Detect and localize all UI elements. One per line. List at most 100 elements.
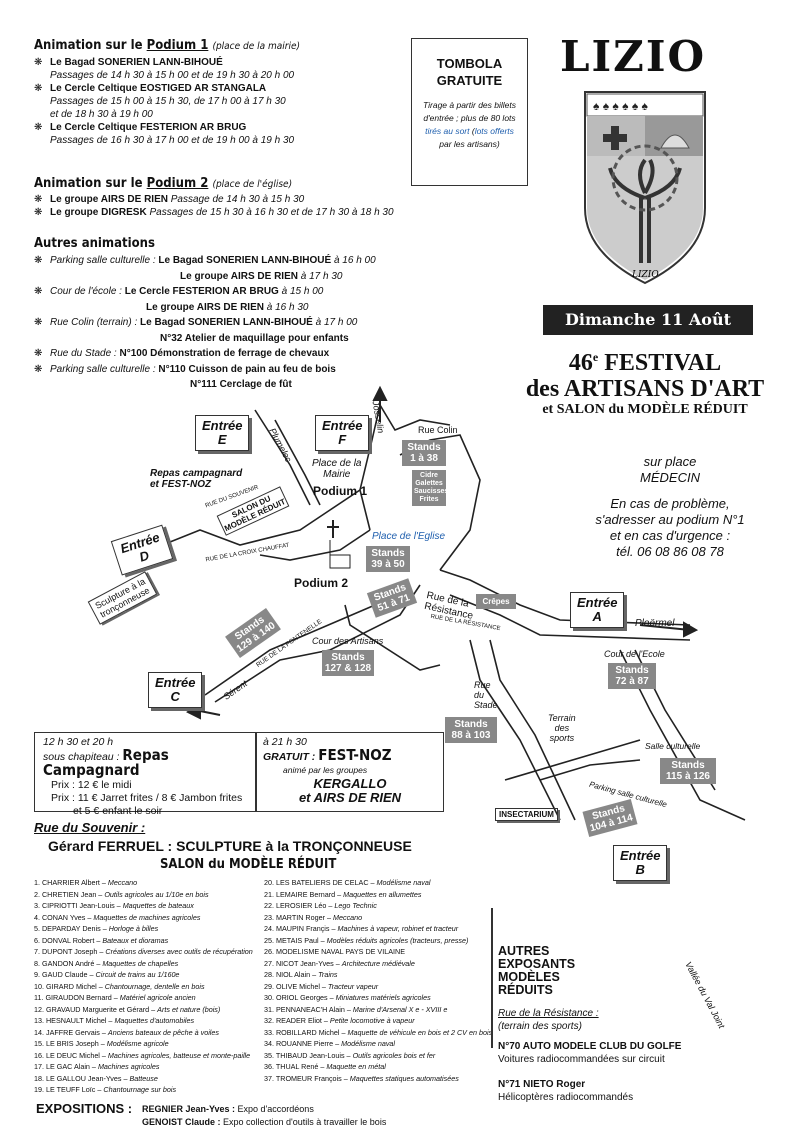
- exposant-item: 13. HESNAULT Michel – Maquettes d'automo…: [34, 1015, 264, 1027]
- animation-item: Le groupe AIRS DE RIEN à 16 h 30: [34, 300, 434, 316]
- place-mairie-label: Place de la Mairie: [312, 458, 362, 480]
- performer-name: Le Bagad SONERIEN LANN-BIHOUÉ: [50, 57, 223, 68]
- exposant-name: 4. CONAN Yves –: [34, 912, 94, 922]
- exposant-specialty: Maquettes de bateaux: [122, 901, 194, 910]
- exposant-name: 32. READER Eliot –: [264, 1016, 330, 1025]
- exposant-item: 8. GANDON André – Maquettes de chapelles: [34, 958, 264, 970]
- performance-times: Passages de 14 h 30 à 15 h 00 et de 19 h…: [50, 70, 295, 81]
- exposant-name: 1. CHARRIER Albert –: [34, 878, 108, 887]
- exposant-specialty: Lego Technic: [334, 901, 377, 910]
- exposant-item: 10. GIRARD Michel – Chantournage, dentel…: [34, 981, 264, 993]
- exposant-specialty: Créations diverses avec outils de récupé…: [105, 947, 253, 956]
- salle-culturelle-label: Salle culturelle: [645, 741, 701, 751]
- cour-artisans-label: Cour des Artisans: [312, 636, 384, 646]
- stands-115-126: Stands 115 à 126: [660, 758, 716, 784]
- svg-text:LIZIO: LIZIO: [631, 270, 659, 280]
- animation-item: ❋Parking salle culturelle : Le Bagad SON…: [34, 253, 434, 269]
- stands-88-103: Stands 88 à 103: [445, 717, 497, 743]
- exposant-item: 22. LEROSIER Léo – Lego Technic: [264, 900, 504, 912]
- exposant-specialty: Machines à vapeur, robinet et tracteur: [337, 924, 459, 933]
- exposant-name: 37. TROMEUR François –: [264, 1073, 350, 1083]
- exposant-specialty: Machines agricoles: [97, 1062, 160, 1071]
- exposant-item: 4. CONAN Yves – Maquettes de machines ag…: [34, 912, 264, 924]
- animation-place: Rue du Stade :: [50, 348, 117, 359]
- program-item: ❋ Le Bagad SONERIEN LANN-BIHOUÉ Passages d…: [34, 56, 414, 82]
- animation-name: Le Cercle FESTERION AR BRUG: [124, 286, 279, 297]
- exposant-item: 27. NICOT Jean-Yves – Architecture médié…: [264, 958, 504, 970]
- exposant-name: 28. NIOL Alain –: [264, 970, 319, 979]
- exposant-item: 7. DUPONT Joseph – Créations diverses av…: [34, 946, 264, 958]
- insectarium-label: INSECTARIUM: [495, 808, 558, 821]
- exposant-item: 14. JAFFRE Gervais – Anciens bateaux de …: [34, 1027, 264, 1039]
- exposant-item: 28. NIOL Alain – Trains: [264, 969, 504, 981]
- rue-stade-label: Rue du Stade: [474, 680, 498, 710]
- performance-times: Passages de 15 h 00 à 15 h 30, de 17 h 0…: [50, 96, 286, 107]
- exposant-item: 33. ROBILLARD Michel – Maquette de véhic…: [264, 1027, 504, 1039]
- exposant-specialty: Circuit de trains au 1/160e: [95, 970, 180, 979]
- autres-exposants-title: AUTRES EXPOSANTS MODÈLES RÉDUITS: [498, 944, 576, 997]
- exposant-name: 5. DEPARDAY Denis –: [34, 924, 109, 933]
- animation-name: Le groupe AIRS DE RIEN: [146, 301, 264, 313]
- exposant-item: 25. METAIS Paul – Modèles réduits agrico…: [264, 935, 504, 947]
- exposant-item: 20. LES BATELIERS DE CELAC – Modélisme n…: [264, 877, 504, 889]
- exposant-name: 17. LE GAC Alain –: [34, 1062, 98, 1071]
- exposant-name: 19. LE TEUFF Loïc –: [34, 1085, 104, 1094]
- exposant-specialty: Batteuse: [129, 1073, 158, 1083]
- animation-name: Le Bagad SONERIEN LANN-BIHOUÉ: [140, 317, 313, 328]
- performance-times: Passages de 16 h 30 à 17 h 00 et de 19 h…: [50, 135, 295, 146]
- exposant-specialty: Maquettes d'automobiles: [114, 1016, 195, 1025]
- exposant-name: 7. DUPONT Joseph –: [34, 947, 106, 956]
- exposant-item: 5. DEPARDAY Denis – Horloge à billes: [34, 923, 264, 935]
- program-item: ❋Le groupe DIGRESK Passages de 15 h 30 à…: [34, 206, 434, 219]
- podium1-list: ❋ Le Bagad SONERIEN LANN-BIHOUÉ Passages d…: [34, 56, 414, 147]
- bullet-icon: ❋: [34, 57, 43, 68]
- podium2-label: Podium 2: [294, 576, 349, 590]
- animation-item: N°32 Atelier de maquillage pour enfants: [34, 331, 434, 347]
- exposant-item: 6. DONVAL Robert – Bateaux et dioramas: [34, 935, 264, 947]
- exposant-item: 1. CHARRIER Albert – Meccano: [34, 877, 264, 889]
- stands-39-50: Stands 39 à 50: [366, 546, 410, 572]
- bullet-icon: ❋: [34, 348, 43, 359]
- animation-time: à 16 h 00: [333, 255, 376, 266]
- exposant-name: 20. LES BATELIERS DE CELAC –: [264, 878, 377, 887]
- exposant-item: 26. MODELISME NAVAL PAYS DE VILAINE: [264, 946, 504, 958]
- exposant-name: 25. METAIS Paul –: [264, 935, 327, 945]
- animation-place: Cour de l'école :: [50, 286, 122, 297]
- exposant-specialty: Anciens bateaux de pêche à voiles: [107, 1027, 219, 1037]
- exposant-item: 23. MARTIN Roger – Meccano: [264, 912, 504, 924]
- exposant-name: 27. NICOT Jean-Yves –: [264, 958, 342, 968]
- exposant-specialty: Outils agricoles bois et fer: [352, 1050, 436, 1060]
- exposant-specialty: Marine d'Arsenal X e - XVIII e: [352, 1004, 448, 1014]
- exposant-specialty: Modèles réduits agricoles (tracteurs, pr…: [326, 935, 469, 945]
- exposant-specialty: Maquettes en allumettes: [343, 889, 422, 899]
- exposant-specialty: Horloge à billes: [108, 924, 159, 933]
- exposant-specialty: Meccano: [107, 878, 138, 887]
- sculpture-heading: Gérard FERRUEL : SCULPTURE à la TRONÇONN…: [48, 838, 412, 854]
- stands-1-38: Stands 1 à 38: [402, 440, 446, 466]
- exposant-name: 10. GIRARD Michel –: [34, 981, 105, 991]
- animation-item: Le groupe AIRS DE RIEN à 17 h 30: [34, 269, 434, 285]
- exposant-specialty: Trains: [318, 970, 338, 979]
- salon-heading: SALON du MODÈLE RÉDUIT: [160, 857, 337, 872]
- cour-ecole-label: Cour de l'Ecole: [604, 649, 665, 659]
- exposant-item: 3. CIPRIOTTI Jean-Louis – Maquettes de b…: [34, 900, 264, 912]
- exposant-name: 18. LE GALLOU Jean-Yves –: [34, 1073, 130, 1083]
- exposant-name: 11. GIRAUDON Bernard –: [34, 993, 120, 1002]
- exposant-name: 8. GANDON André –: [34, 958, 103, 968]
- exposant-name: 22. LEROSIER Léo –: [264, 901, 335, 910]
- exposant-name: 16. LE DEUC Michel –: [34, 1050, 108, 1060]
- exposant-item: 9. GAUD Claude – Circuit de trains au 1/…: [34, 969, 264, 981]
- town-title: LIZIO: [560, 32, 707, 81]
- exposant-specialty: Modélisme agricole: [106, 1039, 169, 1048]
- bullet-icon: ❋: [34, 83, 43, 94]
- exposant-item: 32. READER Eliot – Petite locomotive à v…: [264, 1015, 504, 1027]
- exposant-specialty: Bateaux et dioramas: [102, 935, 169, 945]
- exposant-item: 18. LE GALLOU Jean-Yves – Batteuse: [34, 1073, 264, 1085]
